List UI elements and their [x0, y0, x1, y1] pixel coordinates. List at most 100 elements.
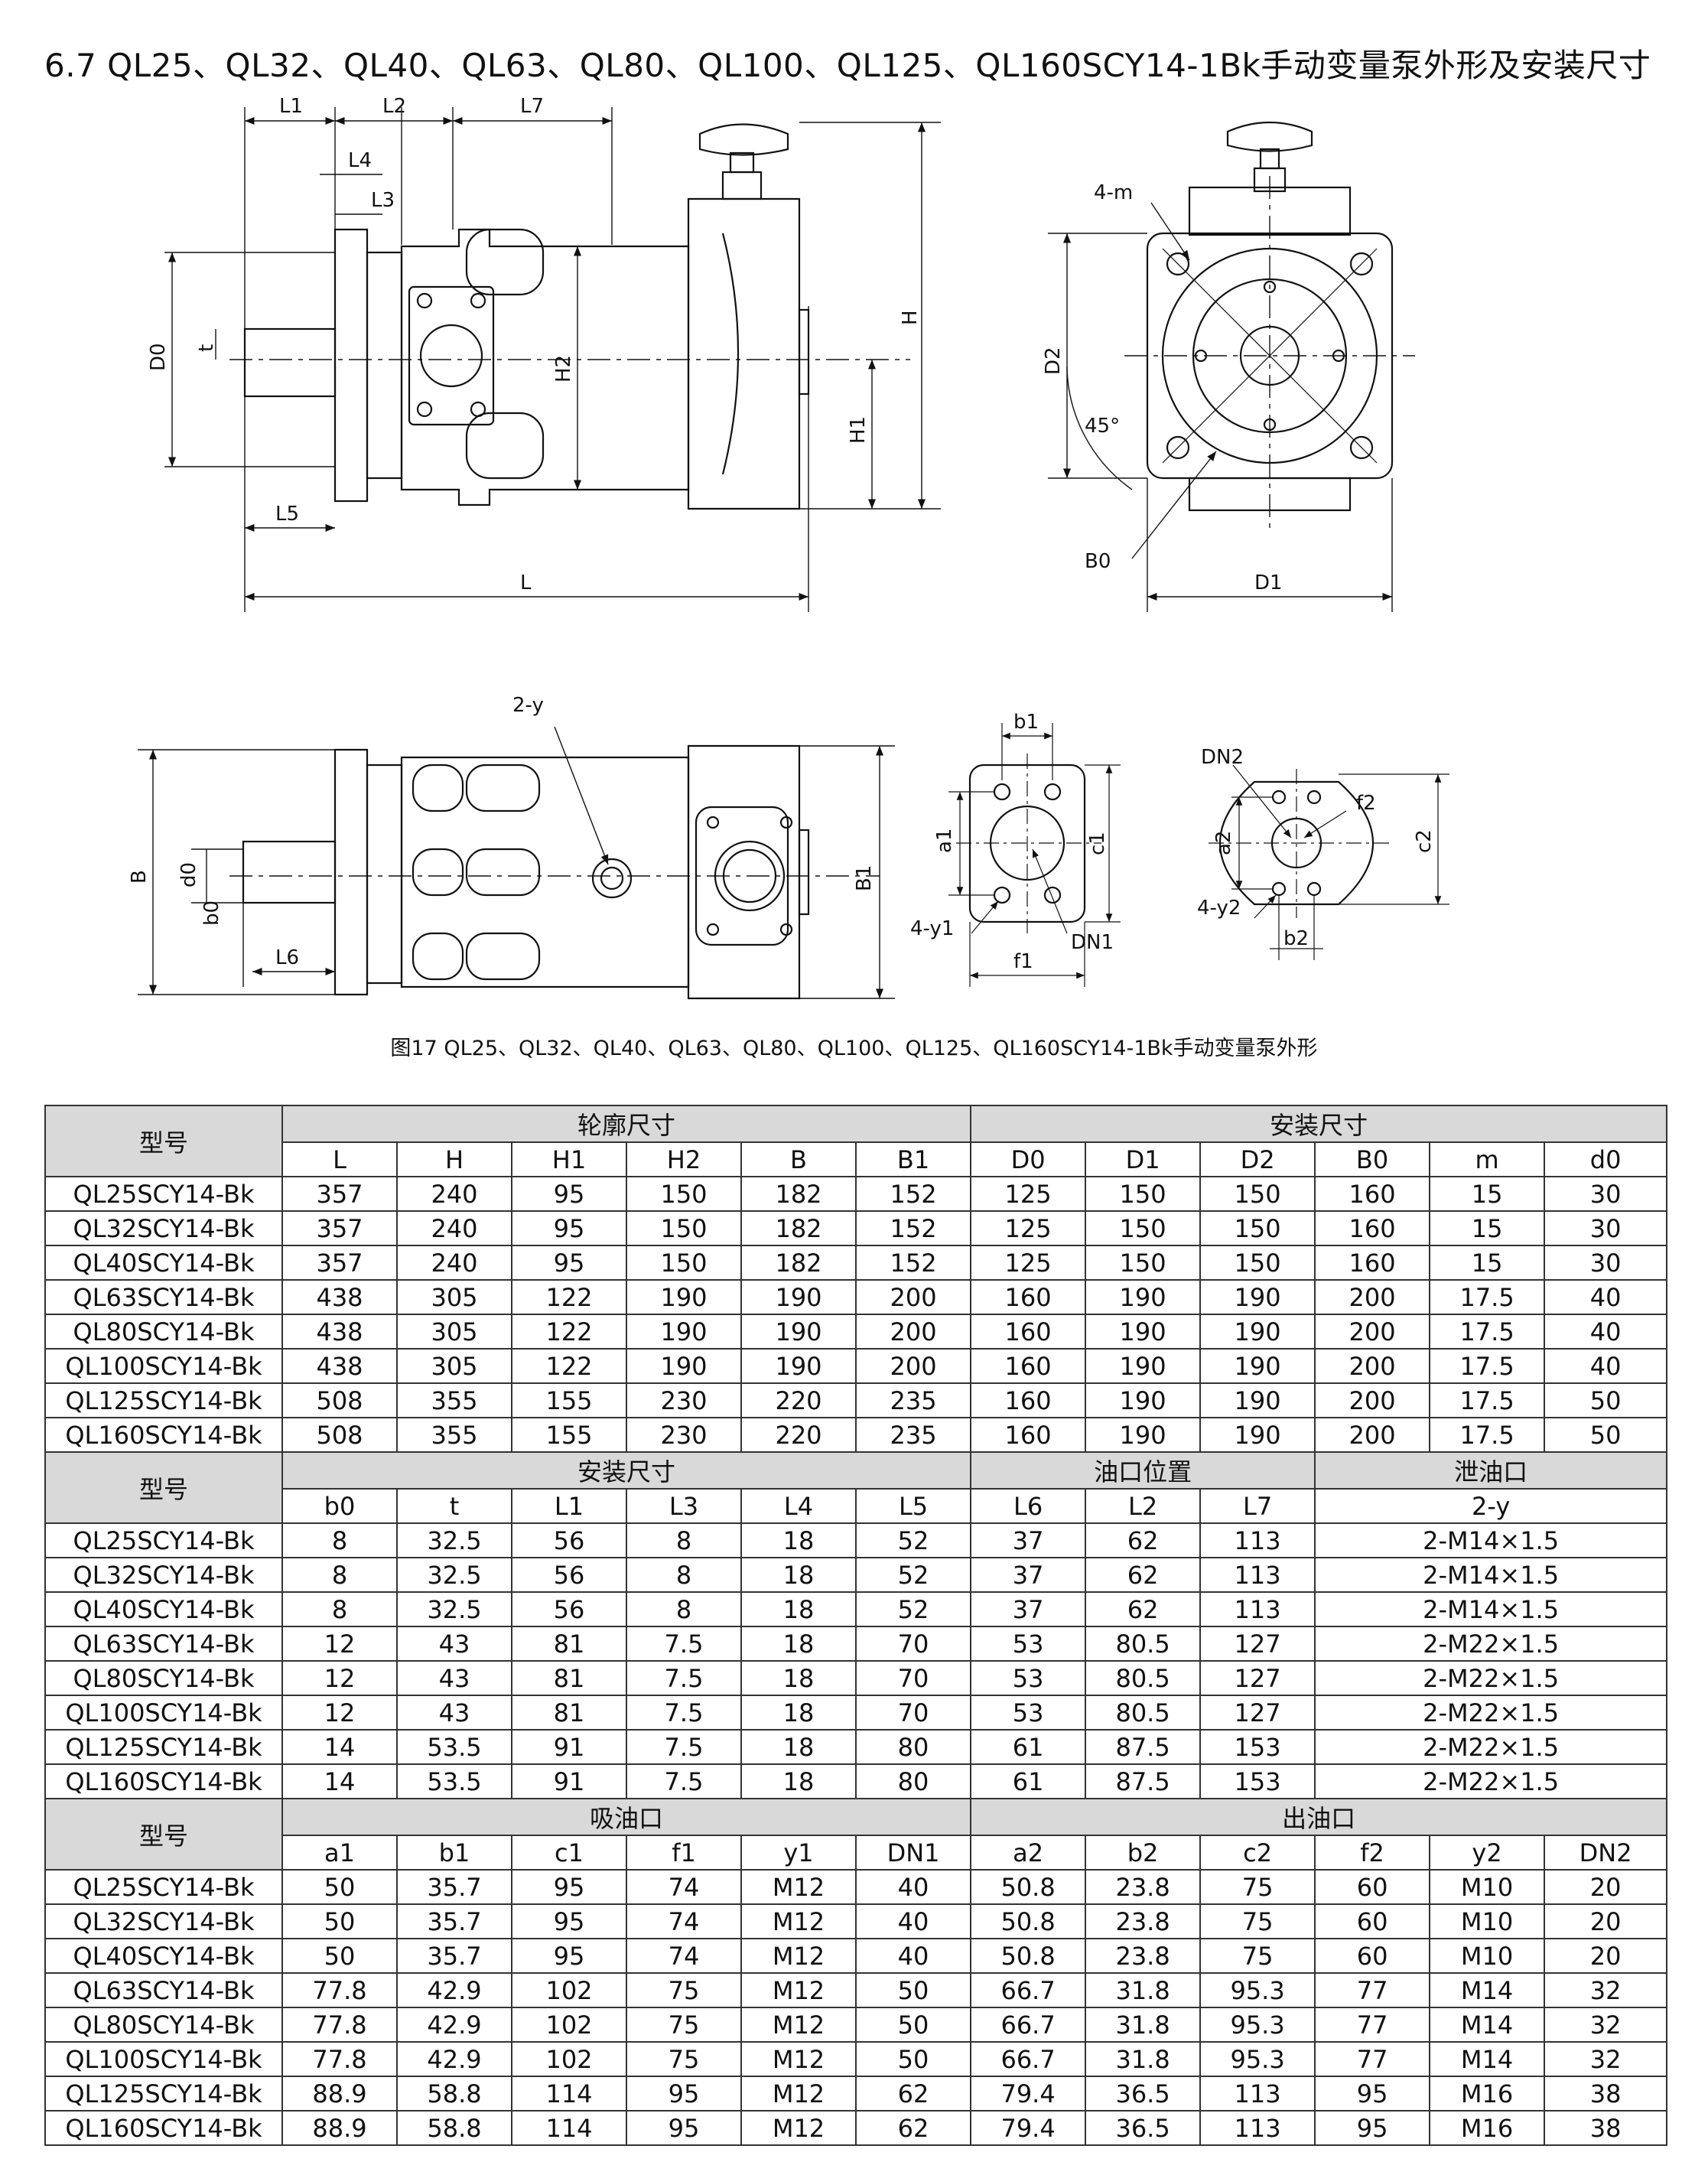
value-cell: 113 [1199, 1557, 1316, 1593]
value-cell: 355 [396, 1382, 512, 1418]
column-header: D2 [1199, 1141, 1316, 1177]
value-cell: 240 [396, 1245, 512, 1281]
value-cell: 43 [396, 1660, 512, 1696]
value-cell: 60 [1314, 1869, 1431, 1905]
value-cell: 8 [281, 1557, 398, 1593]
column-header: b0 [281, 1488, 398, 1524]
value-cell: 113 [1199, 2076, 1316, 2112]
value-cell: M14 [1429, 1972, 1546, 2008]
value-cell: 40 [854, 1938, 972, 1974]
value-cell: 18 [740, 1660, 857, 1696]
value-cell: 23.8 [1085, 1869, 1202, 1905]
value-cell: 62 [854, 2076, 972, 2112]
label-L2: L2 [382, 95, 406, 118]
value-cell: 52 [854, 1522, 972, 1558]
value-cell: 31.8 [1085, 2041, 1202, 2077]
value-cell: 155 [511, 1417, 627, 1453]
value-cell: 50 [1544, 1417, 1668, 1453]
column-header: b2 [1085, 1835, 1202, 1871]
value-cell: 20 [1544, 1903, 1668, 1939]
value-cell: M16 [1429, 2076, 1546, 2112]
value-cell: 7.5 [626, 1660, 742, 1696]
label-DN1: DN1 [1071, 931, 1114, 954]
value-cell: 77 [1314, 2007, 1431, 2043]
value-cell: 125 [970, 1176, 1087, 1212]
value-cell: 31.8 [1085, 1972, 1202, 2008]
value-cell: 95.3 [1199, 1972, 1316, 2008]
value-cell: 75 [626, 1972, 742, 2008]
front-view [1048, 121, 1415, 612]
value-cell: 66.7 [970, 2041, 1087, 2077]
value-cell: 60 [1314, 1938, 1431, 1974]
label-B1: B1 [853, 865, 876, 891]
label-d0: d0 [177, 862, 200, 887]
value-cell: 32 [1544, 2041, 1668, 2077]
value-cell: 190 [740, 1348, 857, 1384]
value-cell: 182 [740, 1176, 857, 1212]
value-cell: 14 [281, 1763, 398, 1799]
model-cell: QL160SCY14-Bk [44, 2110, 283, 2146]
value-cell: 56 [511, 1557, 627, 1593]
value-cell: M10 [1429, 1903, 1546, 1939]
value-cell: 102 [511, 1972, 627, 2008]
value-cell: 70 [854, 1660, 972, 1696]
column-header: m [1429, 1141, 1546, 1177]
model-cell: QL32SCY14-Bk [44, 1210, 283, 1246]
value-cell: 150 [1199, 1210, 1316, 1246]
value-cell: 20 [1544, 1938, 1668, 1974]
value-cell: M10 [1429, 1869, 1546, 1905]
column-header: DN2 [1544, 1835, 1668, 1871]
value-cell: 50 [281, 1903, 398, 1939]
value-cell: 127 [1199, 1695, 1316, 1731]
value-cell: 220 [740, 1382, 857, 1418]
value-cell: 43 [396, 1626, 512, 1662]
model-cell: QL40SCY14-Bk [44, 1591, 283, 1627]
value-cell: 32 [1544, 2007, 1668, 2043]
value-cell: 220 [740, 1417, 857, 1453]
group-header: 吸油口 [281, 1798, 972, 1836]
group-header: 安装尺寸 [970, 1105, 1668, 1143]
column-header: L3 [626, 1488, 742, 1524]
column-header: y1 [740, 1835, 857, 1871]
value-cell: 190 [626, 1314, 742, 1350]
value-cell: 56 [511, 1522, 627, 1558]
table-group-row: 型号安装尺寸油口位置泄油口 [44, 1451, 1668, 1524]
value-cell: 102 [511, 2007, 627, 2043]
value-cell: 200 [1314, 1382, 1431, 1418]
column-header: D0 [970, 1141, 1087, 1177]
label-B: B [128, 870, 151, 884]
value-cell: 52 [854, 1557, 972, 1593]
column-header: L5 [854, 1488, 972, 1524]
value-cell: 95 [626, 2076, 742, 2112]
value-cell: 18 [740, 1591, 857, 1627]
label-c2: c2 [1413, 829, 1436, 853]
value-cell: 12 [281, 1695, 398, 1731]
value-cell: 12 [281, 1626, 398, 1662]
value-cell: 53 [970, 1626, 1087, 1662]
value-cell: 30 [1544, 1176, 1668, 1212]
model-cell: QL100SCY14-Bk [44, 1695, 283, 1731]
value-cell: 75 [1199, 1938, 1316, 1974]
value-cell: 190 [1085, 1279, 1202, 1315]
value-cell: 240 [396, 1176, 512, 1212]
value-cell: 95 [1314, 2076, 1431, 2112]
value-cell: 305 [396, 1279, 512, 1315]
value-cell: 127 [1199, 1626, 1316, 1662]
value-cell: 75 [1199, 1869, 1316, 1905]
value-cell: 95 [511, 1176, 627, 1212]
value-cell: 160 [970, 1417, 1087, 1453]
column-header: c2 [1199, 1835, 1316, 1871]
value-cell: 80.5 [1085, 1626, 1202, 1662]
value-cell: 150 [1085, 1176, 1202, 1212]
value-cell: 153 [1199, 1763, 1316, 1799]
label-DN2: DN2 [1201, 746, 1244, 769]
value-cell: 62 [1085, 1591, 1202, 1627]
